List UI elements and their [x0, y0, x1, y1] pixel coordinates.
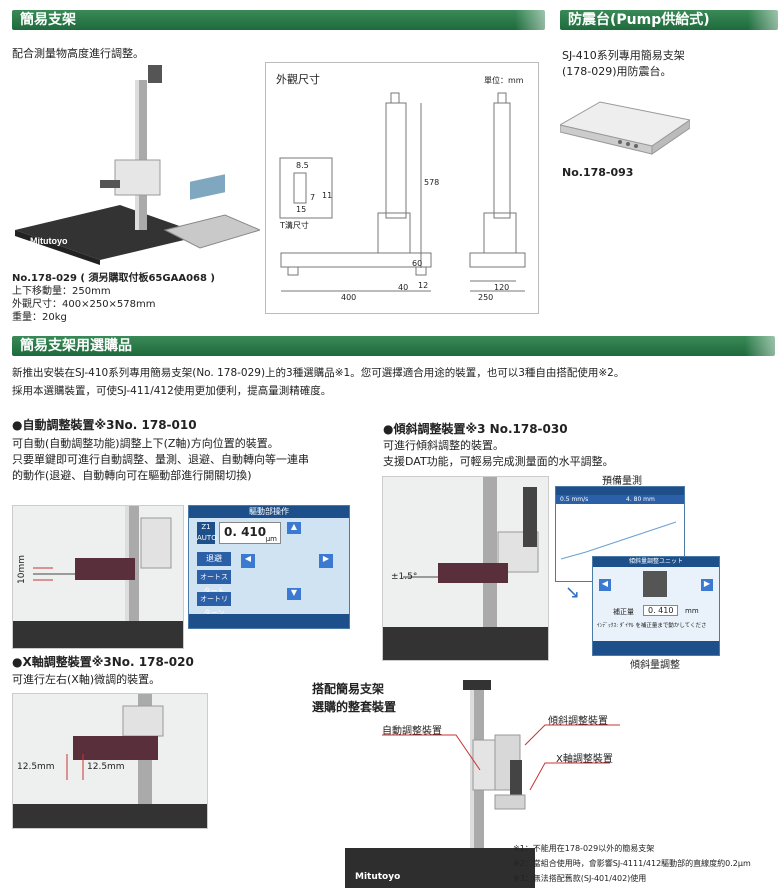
- stand-spec-size: 外觀尺寸：400×250×578mm: [12, 299, 156, 310]
- note-3: ※3：無法搭配舊款(SJ-401/402)使用: [513, 874, 647, 883]
- dimension-drawing: 外觀尺寸 單位：mm T溝尺寸 8.5 7 11 15 578 60 40 12…: [265, 62, 539, 314]
- xaxis-title: ●X軸調整裝置※3No. 178-020: [12, 655, 194, 669]
- up-arrow-button[interactable]: ▲: [287, 522, 301, 534]
- auto-desc-2: 只要單鍵即可進行自動調整、量測、退避、自動轉向等一連串: [12, 453, 309, 466]
- drawing-title: 外觀尺寸: [276, 73, 320, 86]
- isolation-model: No.178-093: [562, 166, 634, 179]
- tilt-pre-header: [556, 487, 684, 495]
- tilt-post-label: 傾斜量調整: [630, 660, 680, 671]
- stand-spec-travel: 上下移動量：250mm: [12, 286, 111, 297]
- auto-mode-button[interactable]: Z1 AUTO: [197, 522, 217, 544]
- tilt-right-button[interactable]: ▶: [701, 579, 713, 591]
- left-arrow-button[interactable]: ◀: [241, 554, 255, 568]
- options-intro-1: 新推出安裝在SJ-410系列專用簡易支架(No. 178-029)上的3種選購品…: [12, 367, 625, 379]
- dim-11: 11: [322, 191, 333, 200]
- combo-title-2: 選購的整套裝置: [312, 700, 397, 714]
- dim-groove: T溝尺寸: [280, 221, 309, 230]
- tilt-pre-graph: [560, 521, 677, 560]
- auto-desc-3: 的動作(退避、自動轉向可在驅動部進行開關切換): [12, 469, 252, 482]
- note-1: ※1：不能用在178-029以外的簡易支架: [513, 844, 655, 853]
- note-2: ※2：當組合使用時，會影響SJ-4111/412驅動部的直線度約0.2μm: [513, 859, 751, 868]
- tilt-desc-2: 支援DAT功能，可輕易完成測量面的水平調整。: [383, 455, 614, 468]
- tilt-arrow-icon: ↘: [565, 582, 581, 603]
- combo-title-1: 搭配簡易支架: [312, 682, 385, 696]
- section-header-options: 簡易支架用選購品: [12, 336, 775, 356]
- dim-578: 578: [424, 178, 440, 187]
- tilt-correction-unit: mm: [685, 607, 699, 615]
- auto-title: ●自動調整裝置※3No. 178-010: [12, 418, 197, 432]
- dim-7: 7: [310, 193, 316, 202]
- xaxis-dim-left: 12.5mm: [17, 762, 55, 772]
- tilt-post-title: 傾斜量調整ユニット: [593, 557, 719, 567]
- auto-value: 0. 410: [224, 525, 267, 539]
- dim-120: 120: [494, 283, 510, 292]
- tilt-post-screen: 傾斜量調整ユニット ◀ ▶ 補正量 0. 410 mm ｲﾝﾃﾞｯｸｽ: ﾀﾞｲ…: [592, 556, 720, 656]
- stand-spec-weight: 重量：20kg: [12, 312, 67, 323]
- dim-40: 40: [398, 283, 409, 292]
- tilt-correction-label: 補正量: [613, 608, 634, 616]
- dim-250: 250: [478, 293, 494, 302]
- auto-desc-1: 可自動(自動調整功能)調整上下(Z軸)方向位置的裝置。: [12, 437, 279, 450]
- xaxis-dim-right: 12.5mm: [87, 762, 125, 772]
- drawing-lines: [279, 92, 526, 292]
- dim-15: 15: [296, 205, 307, 214]
- stand-illustration: [15, 65, 262, 265]
- section-header-isolation: 防震台(Pump供給式): [560, 10, 778, 30]
- brand-logo: Mitutoyo: [30, 236, 68, 246]
- section-header-stand: 簡易支架: [12, 10, 545, 30]
- retract-button[interactable]: 退避: [197, 552, 231, 566]
- xaxis-desc: 可進行左右(X軸)微調的裝置。: [12, 673, 161, 686]
- auto-dim-label: 10mm: [17, 555, 27, 584]
- tilt-screen-toolbar: [593, 641, 719, 655]
- isolation-table-photo: [558, 90, 692, 160]
- auto-screen-title: 驅動部操作: [189, 506, 349, 518]
- tilt-left-button[interactable]: ◀: [599, 579, 611, 591]
- stand-desc: 配合測量物高度進行調整。: [12, 47, 144, 60]
- right-arrow-button[interactable]: ▶: [319, 554, 333, 568]
- xaxis-device-photo: 12.5mm 12.5mm: [12, 693, 208, 829]
- tilt-pre-status: 0.5 mm/s 4. 80 mm: [556, 495, 684, 504]
- screen-toolbar: [189, 614, 349, 628]
- down-arrow-button[interactable]: ▼: [287, 588, 301, 600]
- combo-label-tilt: 傾斜調整裝置: [548, 716, 608, 727]
- tilt-note: ｲﾝﾃﾞｯｸｽ: ﾀﾞｲﾔﾙ を補正量まで動かしてくださ: [597, 623, 707, 629]
- tilt-pre-length: 4. 80 mm: [626, 496, 655, 503]
- combo-label-auto: 自動調整裝置: [382, 726, 442, 737]
- tilt-device-photo: ±1.5°: [382, 476, 549, 661]
- tilt-desc-1: 可進行傾斜調整的裝置。: [383, 439, 504, 452]
- tilt-pre-speed: 0.5 mm/s: [560, 496, 589, 503]
- tilt-post-figure: [643, 571, 667, 597]
- drawing-unit: 單位：mm: [484, 76, 524, 85]
- dim-60: 60: [412, 259, 423, 268]
- tilt-angle-label: ±1.5°: [391, 572, 418, 582]
- auto-value-unit: μm: [265, 535, 277, 543]
- options-intro-2: 採用本選購裝置，可使SJ-411/412使用更加便利，提高量測精確度。: [12, 385, 332, 397]
- isolation-desc-1: SJ-410系列專用簡易支架: [562, 49, 685, 62]
- dim-400: 400: [341, 293, 357, 302]
- tilt-pre-label: 預備量測: [602, 476, 642, 487]
- auto-return-button[interactable]: オートリターン: [197, 592, 231, 617]
- auto-start-button[interactable]: オートスタート: [197, 570, 231, 595]
- dim-8-5: 8.5: [296, 161, 309, 170]
- combo-label-x: X軸調整裝置: [556, 754, 613, 765]
- dim-12: 12: [418, 281, 429, 290]
- stand-photo: Mitutoyo: [10, 60, 262, 265]
- auto-device-photo: 10mm: [12, 505, 184, 649]
- auto-control-screen: 驅動部操作 Z1 AUTO 0. 410 μm ▲ 退避 オートスタート オート…: [188, 505, 350, 629]
- combo-brand-logo: Mitutoyo: [355, 872, 401, 882]
- isolation-desc-2: (178-029)用防震台。: [562, 65, 672, 78]
- stand-model: No.178-029 ( 須另購取付板65GAA068 ): [12, 273, 215, 284]
- tilt-correction-value: 0. 410: [643, 605, 679, 616]
- auto-value-display: 0. 410 μm: [219, 522, 281, 544]
- tilt-title: ●傾斜調整裝置※3 No.178-030: [383, 422, 568, 436]
